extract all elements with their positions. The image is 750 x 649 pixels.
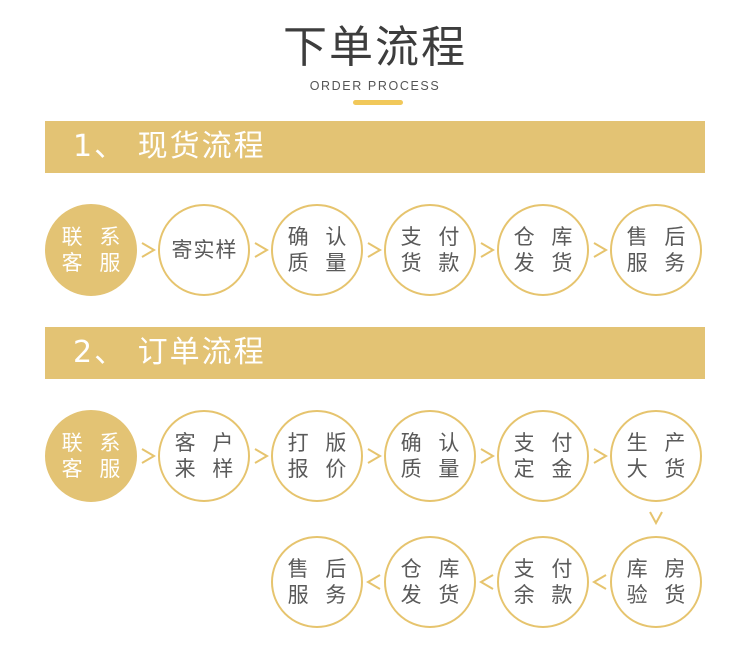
- chevron-right-icon: [479, 240, 495, 260]
- step-label-line2: 质 量: [400, 457, 465, 481]
- step-label-line1: 支 付: [513, 557, 578, 581]
- chevron-right-icon: [253, 240, 269, 260]
- step-label-line2: 发 货: [513, 251, 578, 275]
- step-label-line1: 仓 库: [513, 225, 578, 249]
- step-label-line1: 生 产: [626, 431, 691, 455]
- title-underline: [353, 100, 403, 105]
- step-label-line2: 验 货: [626, 583, 691, 607]
- step-label-line1: 确 认: [287, 225, 352, 249]
- step-pay-deposit[interactable]: 支 付 定 金: [497, 410, 589, 502]
- step-label-line2: 客 服: [61, 251, 126, 275]
- chevron-right-icon: [592, 240, 608, 260]
- step-after-sales[interactable]: 售 后 服 务: [610, 204, 702, 296]
- chevron-right-icon: [592, 446, 608, 466]
- step-label-line2: 质 量: [287, 251, 352, 275]
- chevron-right-icon: [140, 446, 156, 466]
- step-label-line2: 来 样: [174, 457, 239, 481]
- step-proof-quote[interactable]: 打 版 报 价: [271, 410, 363, 502]
- chevron-right-icon: [366, 446, 382, 466]
- step-label-line2: 客 服: [61, 457, 126, 481]
- step-label-line2: 服 务: [287, 583, 352, 607]
- step-label-line1: 联 系: [61, 431, 126, 455]
- step-mass-production[interactable]: 生 产 大 货: [610, 410, 702, 502]
- step-after-sales[interactable]: 售 后 服 务: [271, 536, 363, 628]
- step-label-line2: 报 价: [287, 457, 352, 481]
- chevron-right-icon: [479, 446, 495, 466]
- step-contact-service[interactable]: 联 系 客 服: [45, 410, 137, 502]
- step-customer-sample[interactable]: 客 户 来 样: [158, 410, 250, 502]
- section-title: 1、 现货流程: [73, 129, 266, 164]
- chevron-right-icon: [140, 240, 156, 260]
- step-label-line1: 库 房: [626, 557, 691, 581]
- step-label-line2: 服 务: [626, 251, 691, 275]
- step-pay-balance[interactable]: 支 付 余 款: [497, 536, 589, 628]
- step-label-line1: 支 付: [400, 225, 465, 249]
- step-label-line1: 仓 库: [400, 557, 465, 581]
- chevron-left-icon: [592, 572, 608, 592]
- page-subtitle: ORDER PROCESS: [309, 79, 441, 93]
- step-warehouse-ship[interactable]: 仓 库 发 货: [384, 536, 476, 628]
- section-title: 2、 订单流程: [73, 335, 266, 370]
- chevron-down-icon: [646, 510, 666, 526]
- step-label-line2: 货 款: [400, 251, 465, 275]
- step-label-line1: 支 付: [513, 431, 578, 455]
- step-label-line2: 大 货: [626, 457, 691, 481]
- step-label-line1: 寄实样: [171, 238, 238, 262]
- page-title: 下单流程: [283, 22, 467, 73]
- section-bar-spot-goods: 1、 现货流程: [45, 121, 705, 173]
- step-warehouse-ship[interactable]: 仓 库 发 货: [497, 204, 589, 296]
- step-label-line1: 客 户: [174, 431, 239, 455]
- section-bar-custom-order: 2、 订单流程: [45, 327, 705, 379]
- step-label-line1: 确 认: [400, 431, 465, 455]
- step-label-line1: 联 系: [61, 225, 126, 249]
- step-send-sample[interactable]: 寄实样: [158, 204, 250, 296]
- chevron-right-icon: [253, 446, 269, 466]
- step-pay-goods[interactable]: 支 付 货 款: [384, 204, 476, 296]
- step-label-line2: 定 金: [513, 457, 578, 481]
- step-warehouse-inspection[interactable]: 库 房 验 货: [610, 536, 702, 628]
- step-contact-service[interactable]: 联 系 客 服: [45, 204, 137, 296]
- step-label-line1: 售 后: [287, 557, 352, 581]
- chevron-right-icon: [366, 240, 382, 260]
- step-label-line2: 发 货: [400, 583, 465, 607]
- chevron-left-icon: [366, 572, 382, 592]
- step-label-line1: 打 版: [287, 431, 352, 455]
- step-confirm-quality[interactable]: 确 认 质 量: [271, 204, 363, 296]
- step-label-line1: 售 后: [626, 225, 691, 249]
- step-confirm-quality[interactable]: 确 认 质 量: [384, 410, 476, 502]
- step-label-line2: 余 款: [513, 583, 578, 607]
- chevron-left-icon: [479, 572, 495, 592]
